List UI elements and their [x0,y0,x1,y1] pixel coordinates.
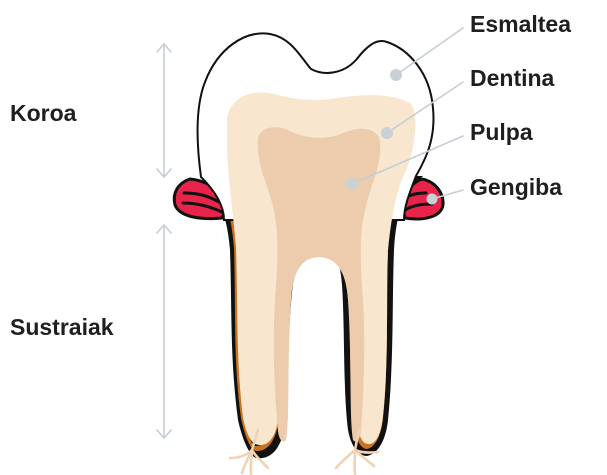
pulp [258,127,380,441]
label-enamel: Esmaltea [470,13,571,36]
dentin-marker [381,127,393,139]
label-dentin: Dentina [470,67,554,90]
pulp-marker [346,178,358,190]
gum-marker [427,194,438,205]
label-crown: Koroa [10,102,76,125]
crown-size-arrow [157,44,171,177]
label-gum: Gengiba [470,176,562,199]
label-pulp: Pulpa [470,121,533,144]
roots-size-arrow [157,225,171,438]
enamel-marker [390,69,402,81]
label-roots: Sustraiak [10,316,114,339]
